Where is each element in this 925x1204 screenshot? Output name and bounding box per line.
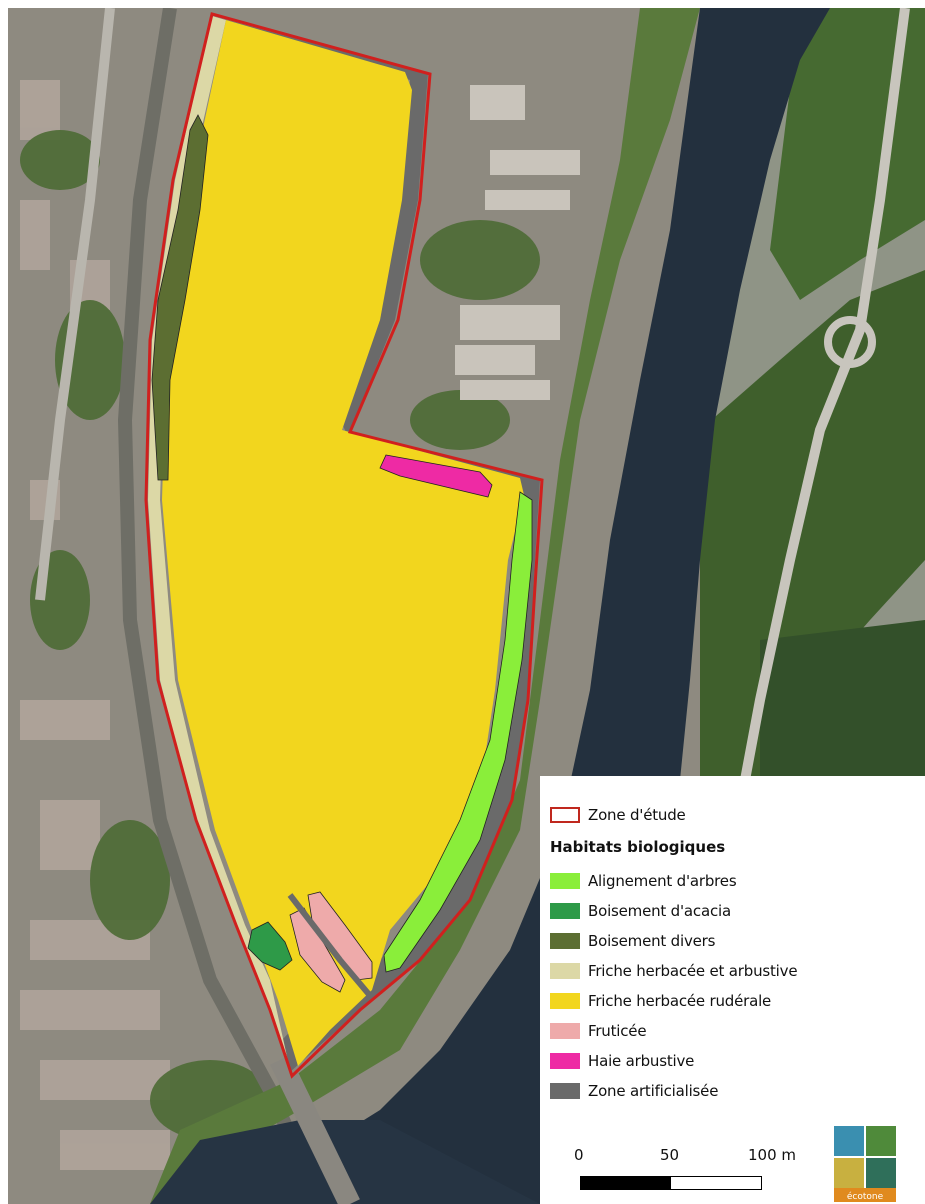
logo-text: écotone: [847, 1191, 884, 1202]
internal-path: [287, 893, 375, 1000]
habitat-friche-herbacee-ruderale: [162, 20, 524, 1066]
scale-tick-0: 0: [574, 1146, 584, 1164]
logo-banner: [834, 1188, 896, 1202]
logo-tile-4: [866, 1158, 896, 1188]
legend-item-habitat: Alignement d'arbres: [550, 870, 737, 892]
scale-bar: [580, 1176, 762, 1190]
habitat-swatch: [550, 1053, 580, 1069]
scale-tick-100: 100 m: [748, 1146, 797, 1164]
map-legend: Zone d'étude Habitats biologiques Aligne…: [540, 776, 925, 1204]
legend-item-habitat: Haie arbustive: [550, 1050, 694, 1072]
habitat-swatch: [550, 1023, 580, 1039]
habitat-label: Friche herbacée rudérale: [588, 992, 772, 1010]
river-lower: [150, 1120, 540, 1204]
habitat-label: Boisement divers: [588, 932, 716, 950]
habitat-swatch: [550, 963, 580, 979]
legend-item-habitat: Boisement divers: [550, 930, 715, 952]
legend-item-habitat: Friche herbacée et arbustive: [550, 960, 798, 982]
habitat-swatch: [550, 903, 580, 919]
riverbank-trees: [150, 8, 700, 1204]
habitat-swatch: [550, 993, 580, 1009]
study-zone-outline[interactable]: [144, 12, 544, 1079]
habitat-boisement-divers: [151, 114, 209, 481]
habitat-haie-arbustive: [379, 454, 493, 498]
habitat-friche-herbacee-arbustive: [148, 16, 290, 1070]
road-left: [35, 8, 115, 601]
habitat-label: Boisement d'acacia: [588, 902, 731, 920]
scale-bar-black: [581, 1177, 671, 1189]
legend-item-habitat: Fruticée: [550, 1020, 647, 1042]
study-zone-swatch: [550, 807, 580, 823]
habitat-swatch: [550, 873, 580, 889]
bridge: [270, 1055, 360, 1204]
habitat-label: Alignement d'arbres: [588, 872, 737, 890]
scale-tick-50: 50: [660, 1146, 680, 1164]
habitat-alignement-arbres: [383, 491, 533, 973]
legend-item-study-zone: Zone d'étude: [550, 804, 686, 826]
habitat-label: Fruticée: [588, 1022, 647, 1040]
right-bank-forest-north: [770, 8, 925, 300]
habitat-swatch: [550, 933, 580, 949]
logo-tile-3: [834, 1158, 864, 1188]
scale-bar-white: [671, 1177, 761, 1189]
habitat-label: Friche herbacée et arbustive: [588, 962, 798, 980]
legend-label-study-zone: Zone d'étude: [588, 806, 686, 824]
legend-item-habitat: Friche herbacée rudérale: [550, 990, 771, 1012]
habitat-boisement-acacia: [247, 921, 293, 971]
ecotone-logo: écotone: [834, 1126, 896, 1202]
road-right-bank: [740, 8, 910, 781]
habitat-label: Zone artificialisée: [588, 1082, 719, 1100]
right-bank-forest: [700, 270, 925, 790]
logo-tile-2: [866, 1126, 896, 1156]
legend-item-habitat: Zone artificialisée: [550, 1080, 718, 1102]
habitat-label: Haie arbustive: [588, 1052, 695, 1070]
legend-item-habitat: Boisement d'acacia: [550, 900, 731, 922]
logo-tile-1: [834, 1126, 864, 1156]
forest-southeast: [760, 620, 925, 780]
urban-vegetation: [20, 130, 540, 1140]
roundabout-right: [824, 316, 876, 368]
habitat-swatch: [550, 1083, 580, 1099]
railway: [117, 8, 327, 1204]
legend-title: Habitats biologiques: [550, 838, 726, 856]
